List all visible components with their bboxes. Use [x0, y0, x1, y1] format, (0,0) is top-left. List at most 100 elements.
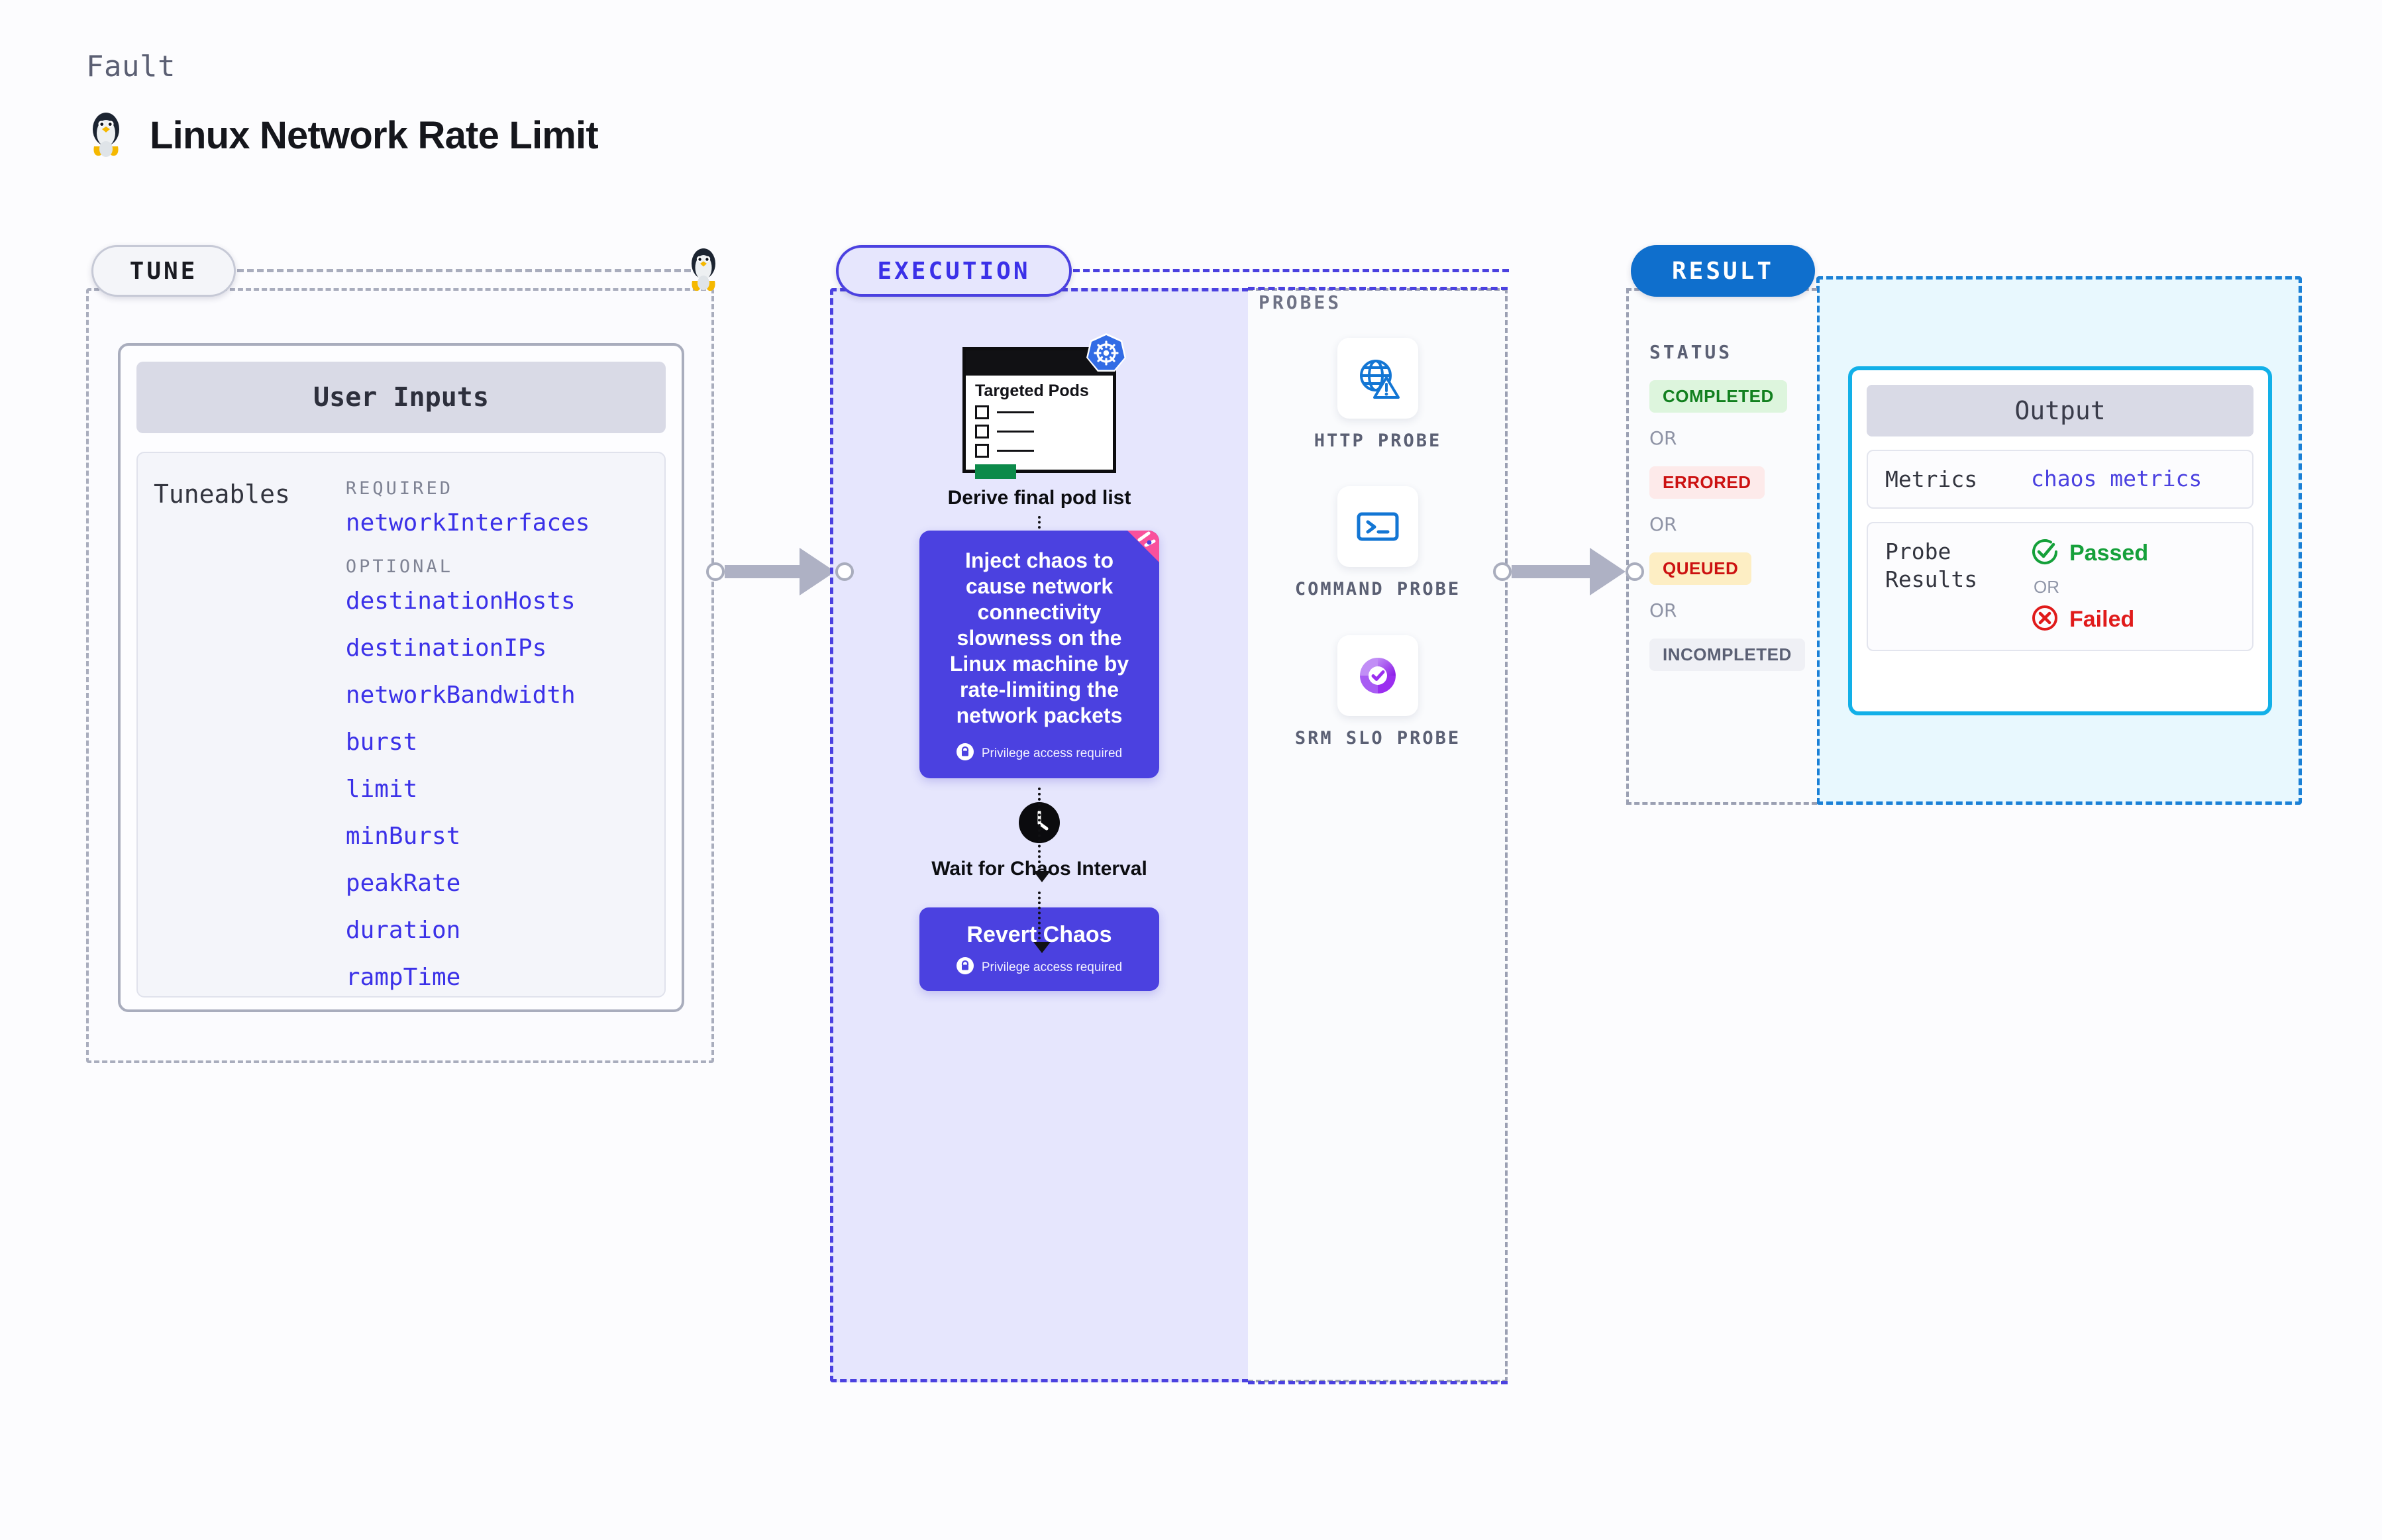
fault-kicker: Fault — [86, 50, 176, 83]
tuneable-peakRate[interactable]: peakRate — [345, 870, 461, 897]
probes-region-bottom-edge — [1248, 1381, 1508, 1384]
status-region — [1626, 288, 1817, 805]
passed-label: Passed — [2069, 540, 2149, 566]
probe-command-label: COMMAND PROBE — [1294, 579, 1461, 600]
privilege-note-row: Privilege access required — [937, 743, 1142, 764]
or-separator: OR — [1649, 427, 1677, 449]
probe-command[interactable]: COMMAND PROBE — [1295, 486, 1461, 601]
checkbox-icon — [975, 444, 989, 458]
probe-result-passed: Passed — [2031, 538, 2148, 569]
probe-http-label: HTTP PROBE — [1314, 431, 1442, 451]
probes-region-top-edge — [1248, 287, 1508, 290]
document-highlight-bar — [975, 464, 1016, 479]
metrics-row: Metrics chaos metrics — [1867, 450, 2253, 509]
probe-results-label: Probe Results — [1885, 539, 1978, 592]
probe-results-values: Passed OR Failed — [2024, 538, 2148, 635]
execution-flow: Targeted Pods — [830, 331, 1249, 992]
tuneable-burst[interactable]: burst — [345, 729, 418, 756]
tune-tag[interactable]: TUNE — [91, 245, 236, 297]
checkbox-icon — [975, 425, 989, 438]
targeted-pods-card: Targeted Pods — [962, 331, 1126, 479]
text-rule — [997, 450, 1034, 452]
connector-execution-to-result — [1493, 548, 1644, 595]
text-rule — [997, 411, 1034, 413]
or-separator: OR — [1649, 599, 1677, 621]
tuneable-duration[interactable]: duration — [345, 917, 461, 944]
status-badge-incompleted: INCOMPLETED — [1649, 639, 1805, 671]
privilege-note-text: Privilege access required — [981, 746, 1123, 760]
tuneables-group-optional-label: OPTIONAL — [345, 556, 453, 577]
probe-srm-slo[interactable]: SRM SLO PROBE — [1295, 635, 1461, 750]
kubernetes-icon — [1084, 331, 1128, 378]
connector-arrowhead — [800, 548, 835, 595]
tuneable-destinationHosts[interactable]: destinationHosts — [345, 588, 576, 615]
connector-tune-to-execution — [706, 548, 854, 595]
inject-chaos-card[interactable]: Inject chaos to cause network connectivi… — [919, 531, 1159, 779]
privilege-note-row: Privilege access required — [933, 957, 1146, 978]
connector-dot-start — [1493, 562, 1512, 581]
execution-connector-line — [1073, 269, 1509, 272]
fault-title-row: Linux Network Rate Limit — [86, 109, 599, 162]
connector-dot-start — [706, 562, 725, 581]
result-tag[interactable]: RESULT — [1631, 245, 1815, 297]
status-badge-completed: COMPLETED — [1649, 380, 1787, 413]
probes-title: PROBES — [1259, 291, 1342, 313]
or-separator: OR — [2034, 577, 2059, 597]
text-rule — [997, 431, 1034, 433]
tune-connector-line — [237, 269, 701, 272]
probe-srm-slo-label: SRM SLO PROBE — [1294, 727, 1461, 748]
targeted-pods-title: Targeted Pods — [975, 382, 1089, 400]
failed-label: Failed — [2069, 607, 2135, 633]
tune-linux-penguin-icon — [682, 245, 725, 297]
page-title: Linux Network Rate Limit — [150, 114, 599, 157]
status-badge-errored: ERRORED — [1649, 466, 1765, 499]
document-list-item — [966, 425, 1113, 438]
tuneable-destinationIPs[interactable]: destinationIPs — [345, 635, 547, 662]
tuneables-label: Tuneables — [154, 480, 290, 509]
slo-donut-check-icon — [1337, 635, 1418, 716]
tuneables-box: Tuneables REQUIRED networkInterfaces OPT… — [136, 452, 666, 998]
lock-icon — [956, 957, 974, 978]
x-circle-icon — [2031, 604, 2059, 635]
globe-warning-icon — [1337, 338, 1418, 419]
litmus-chaos-icon — [1122, 531, 1159, 570]
tuneable-rampTime[interactable]: rampTime — [345, 964, 461, 991]
connector-arrowhead — [1590, 548, 1626, 595]
tuneables-group-required-label: REQUIRED — [345, 478, 453, 499]
connector-dot-end — [835, 562, 854, 581]
execution-tag[interactable]: EXECUTION — [836, 245, 1072, 297]
metrics-value-link[interactable]: chaos metrics — [2031, 466, 2202, 491]
status-heading: STATUS — [1649, 341, 1733, 363]
connector-bar — [1512, 565, 1591, 578]
user-inputs-title: User Inputs — [136, 362, 666, 433]
connector-bar — [725, 565, 801, 578]
user-inputs-card: User Inputs Tuneables REQUIRED networkIn… — [118, 343, 684, 1012]
terminal-icon — [1337, 486, 1418, 568]
tuneable-networkInterfaces[interactable]: networkInterfaces — [345, 509, 590, 537]
probe-results-row: Probe Results Passed OR — [1867, 522, 2253, 652]
targeted-pods-document: Targeted Pods — [962, 347, 1116, 479]
lock-icon — [956, 743, 974, 764]
tuneable-minBurst[interactable]: minBurst — [345, 823, 461, 850]
checkbox-icon — [975, 405, 989, 419]
status-column: STATUS COMPLETED OR ERRORED OR QUEUED OR… — [1649, 341, 1815, 671]
inject-chaos-text: Inject chaos to cause network connectivi… — [949, 548, 1129, 728]
tuneable-limit[interactable]: limit — [345, 776, 418, 803]
metrics-label: Metrics — [1885, 466, 1978, 492]
derive-final-pod-list-label: Derive final pod list — [947, 487, 1131, 509]
privilege-note-text: Privilege access required — [981, 960, 1123, 974]
document-list-item — [966, 444, 1113, 458]
tuneables-list: REQUIRED networkInterfaces OPTIONAL dest… — [346, 476, 590, 996]
probe-http[interactable]: HTTP PROBE — [1314, 338, 1442, 453]
or-separator: OR — [1649, 513, 1677, 535]
probes-list: HTTP PROBE COMMAND PROBE — [1248, 338, 1508, 750]
probe-result-failed: Failed — [2031, 604, 2148, 635]
output-title: Output — [1867, 385, 2253, 436]
check-circle-icon — [2031, 538, 2059, 569]
document-list-item — [966, 405, 1113, 419]
linux-penguin-icon — [86, 109, 126, 162]
connector-dot-end — [1626, 562, 1644, 581]
status-badge-queued: QUEUED — [1649, 552, 1752, 585]
tuneable-networkBandwidth[interactable]: networkBandwidth — [345, 682, 576, 709]
